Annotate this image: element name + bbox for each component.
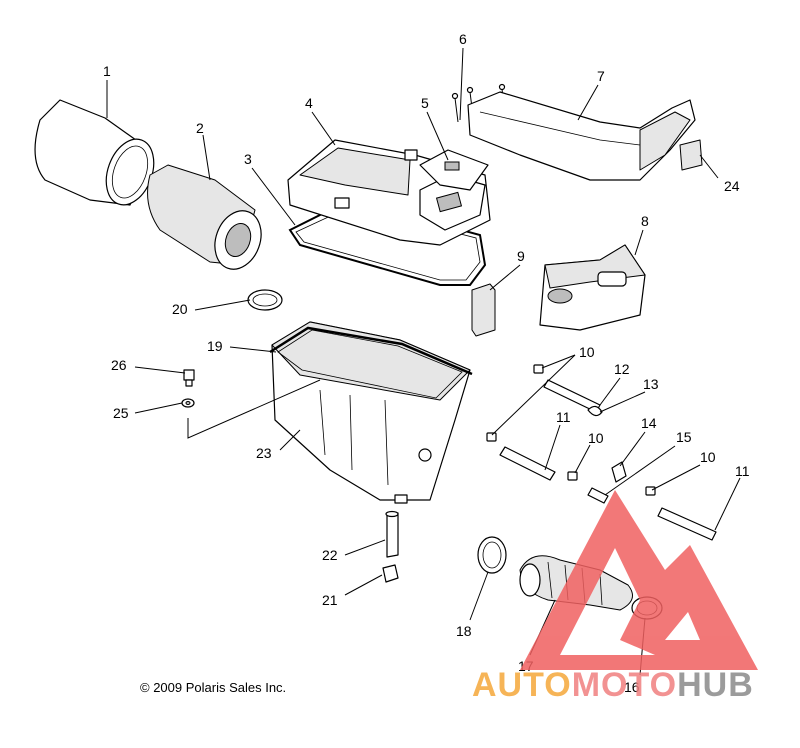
callout-22: 22 [322, 547, 338, 563]
copyright-text: © 2009 Polaris Sales Inc. [140, 680, 286, 695]
part-26-bolt [183, 369, 195, 387]
watermark-auto: AUTO [472, 666, 572, 704]
part-7-intake-duct [467, 91, 696, 181]
part-18-sleeve [477, 536, 507, 574]
part-14-bracket [611, 461, 627, 483]
watermark-triangle-mark [520, 490, 758, 670]
part-5-plate [419, 149, 489, 191]
callout-4: 4 [305, 95, 313, 111]
callout-5: 5 [421, 95, 429, 111]
callout-14: 14 [641, 415, 657, 431]
part-20-clamp [247, 289, 283, 311]
part-21-fitting [382, 564, 399, 583]
watermark-logo: AUTOMOTOHUB [472, 490, 758, 704]
callout-1: 1 [103, 63, 111, 79]
part-19-seal [269, 326, 473, 376]
callout-18: 18 [456, 623, 472, 639]
callout-10c: 10 [700, 449, 716, 465]
callout-9: 9 [517, 248, 525, 264]
watermark-hub: HUB [677, 666, 754, 704]
callout-7: 7 [597, 68, 605, 84]
part-15-pin [587, 487, 609, 504]
part-22-drain-tube [385, 510, 399, 558]
callout-13: 13 [643, 376, 659, 392]
callout-12: 12 [614, 361, 630, 377]
callout-3: 3 [244, 151, 252, 167]
watermark-moto: MOTO [572, 666, 677, 704]
callout-6: 6 [459, 31, 467, 47]
callout-25: 25 [113, 405, 129, 421]
callout-10a: 10 [579, 344, 595, 360]
callout-2: 2 [196, 120, 204, 136]
part-1-outer-filter [34, 99, 155, 206]
part-8-foam-block [539, 244, 646, 331]
part-2-filter-element [147, 164, 262, 270]
callout-26: 26 [111, 357, 127, 373]
callout-23: 23 [256, 445, 272, 461]
callout-10b: 10 [588, 430, 604, 446]
callout-24: 24 [724, 178, 740, 194]
callout-11b: 11 [735, 463, 750, 479]
part-11-rods [499, 446, 717, 541]
part-24-foam-pad [679, 139, 703, 171]
leader-lines [106, 47, 741, 676]
part-10-nuts [486, 364, 656, 496]
callout-15: 15 [676, 429, 692, 445]
part-23-airbox-base [271, 321, 471, 504]
callout-8: 8 [641, 213, 649, 229]
part-13-clip [587, 405, 603, 417]
callout-20: 20 [172, 301, 188, 317]
callout-11a: 11 [556, 409, 571, 425]
callout-16: 16 [624, 679, 640, 695]
part-25-washer [181, 398, 195, 408]
part-9-foam-piece [471, 283, 496, 337]
callout-21: 21 [322, 592, 338, 608]
watermark-text: AUTOMOTOHUB [472, 666, 754, 704]
callout-19: 19 [207, 338, 223, 354]
